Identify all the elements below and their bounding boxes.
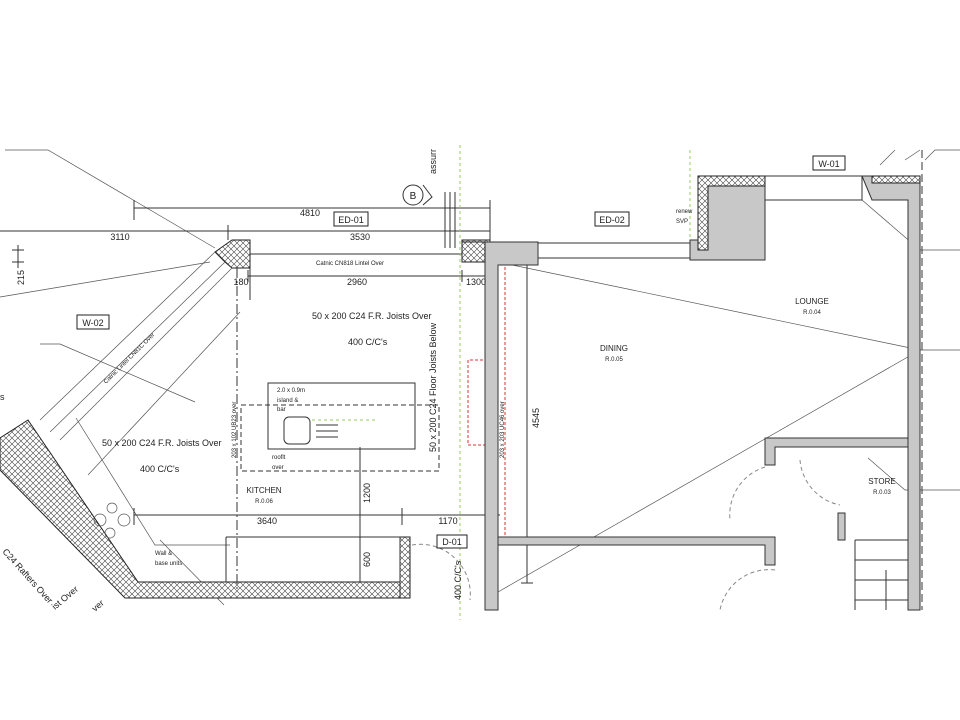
note-assurr: assurr xyxy=(428,149,438,174)
note-lintel-diag: Catnic Lintel CN81C Over xyxy=(103,332,156,385)
note-joists-top-cc: 400 C/C's xyxy=(348,337,388,347)
dim-2960: 2960 xyxy=(347,277,367,287)
note-rooflt: rooflt xyxy=(272,455,286,461)
note-base-units: base units xyxy=(155,561,182,567)
tag-w-02: W-02 xyxy=(76,314,110,330)
note-rafters: C24 Rafters Over xyxy=(1,547,55,606)
tag-w-01-label: W-01 xyxy=(818,159,839,169)
note-edge-s: s xyxy=(0,392,5,402)
kitchen-island xyxy=(240,382,440,472)
note-svp: SVP xyxy=(676,219,688,225)
room-lounge-name: LOUNGE xyxy=(795,297,829,306)
note-island: island & xyxy=(277,398,298,404)
note-floor-joists: 50 x 200 C24 Floor Joists Below xyxy=(428,322,438,452)
note-ub: 203 x 102 UB23 over xyxy=(232,402,238,458)
note-rooflt-over: over xyxy=(272,465,284,471)
room-lounge-ref: R.0.04 xyxy=(803,310,821,316)
dim-180: 180 xyxy=(233,277,248,287)
note-island-size: 2.0 x 0.9m xyxy=(277,388,305,394)
leader-lines xyxy=(0,149,960,606)
note-joists-top: 50 x 200 C24 F.R. Joists Over xyxy=(312,311,432,321)
note-joists-left: 50 x 200 C24 F.R. Joists Over xyxy=(102,438,222,448)
dim-215: 215 xyxy=(16,270,26,285)
dimension-labels: 4810 3110 3530 215 180 2960 1300 3640 11… xyxy=(16,208,541,567)
tag-d-01: D-01 xyxy=(436,534,468,549)
note-wall-units: Wall & xyxy=(155,551,172,557)
tag-ed-01-label: ED-01 xyxy=(338,215,364,225)
tag-w-02-label: W-02 xyxy=(82,318,103,328)
section-marker-b: B xyxy=(402,184,433,206)
note-renew: renew xyxy=(676,209,693,215)
dim-1300: 1300 xyxy=(466,277,486,287)
dim-3110: 3110 xyxy=(110,232,129,242)
dimension-lines xyxy=(0,200,533,597)
dim-4810: 4810 xyxy=(300,208,320,218)
kitchen-walls xyxy=(0,239,491,599)
room-kitchen-name: KITCHEN xyxy=(246,486,281,495)
main-walls xyxy=(411,150,923,611)
note-cc-d01: 400 C/C's xyxy=(453,560,463,600)
room-store-ref: R.0.03 xyxy=(873,490,891,496)
tag-d-01-label: D-01 xyxy=(442,537,462,547)
dim-1200: 1200 xyxy=(362,483,372,503)
tag-ed-01: ED-01 xyxy=(333,211,369,227)
dim-1170: 1170 xyxy=(438,516,457,526)
note-bar: bar xyxy=(277,407,286,413)
tag-ed-02-label: ED-02 xyxy=(599,215,625,225)
dim-600: 600 xyxy=(362,552,372,567)
room-dining-ref: R.0.05 xyxy=(605,357,623,363)
note-joists-left-cc: 400 C/C's xyxy=(140,464,180,474)
section-marker-label: B xyxy=(410,191,417,202)
room-labels: KITCHEN R.0.06 DINING R.0.05 LOUNGE R.0.… xyxy=(246,297,895,505)
note-lintel-top: Catnic CN818 Lintel Over xyxy=(316,261,384,267)
dim-4545: 4545 xyxy=(531,408,541,428)
room-dining-name: DINING xyxy=(600,344,628,353)
dim-3530: 3530 xyxy=(350,232,370,242)
tag-ed-02: ED-02 xyxy=(594,211,630,227)
room-store-name: STORE xyxy=(868,477,895,486)
dim-3640: 3640 xyxy=(257,516,277,526)
note-ver: ver xyxy=(90,598,106,614)
note-uc: 203 x 203 UC46 over xyxy=(500,401,506,458)
tag-w-01: W-01 xyxy=(812,155,846,171)
room-kitchen-ref: R.0.06 xyxy=(255,499,273,505)
